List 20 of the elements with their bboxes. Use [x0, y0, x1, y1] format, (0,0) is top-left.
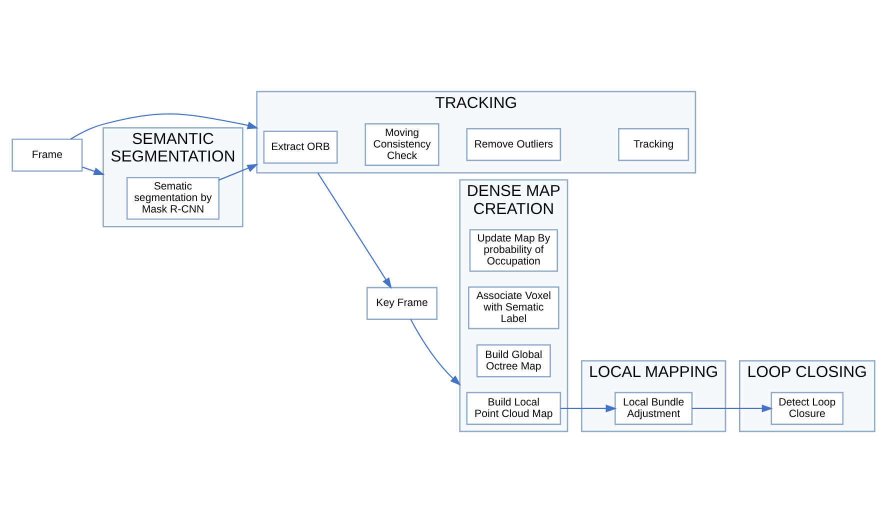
node-box: Build Local Point Cloud Map — [466, 391, 562, 424]
arrow — [410, 318, 462, 386]
node-box: Remove Outliers — [466, 128, 562, 161]
node-box: Build Global Octree Map — [476, 344, 551, 377]
node-box: Frame — [12, 138, 83, 172]
arrow — [692, 404, 773, 412]
node-box: Sematic segmentation by Mask R-CNN — [126, 176, 220, 220]
arrow — [317, 172, 392, 288]
node-box: Associate Voxel with Sematic Label — [468, 286, 560, 329]
arrow — [82, 166, 105, 174]
node-box: Update Map By probability of Occupation — [469, 228, 558, 272]
node-box: Moving Consistency Check — [364, 122, 440, 166]
node-box: Detect Loop Closure — [770, 391, 844, 424]
node-box: Extract ORB — [263, 130, 338, 164]
node-box: Local Bundle Adjustment — [614, 391, 693, 424]
node-box: Tracking — [618, 128, 690, 161]
arrow — [218, 163, 258, 180]
node-box: Key Frame — [366, 286, 438, 320]
arrow — [560, 404, 617, 412]
arrow — [70, 112, 258, 140]
